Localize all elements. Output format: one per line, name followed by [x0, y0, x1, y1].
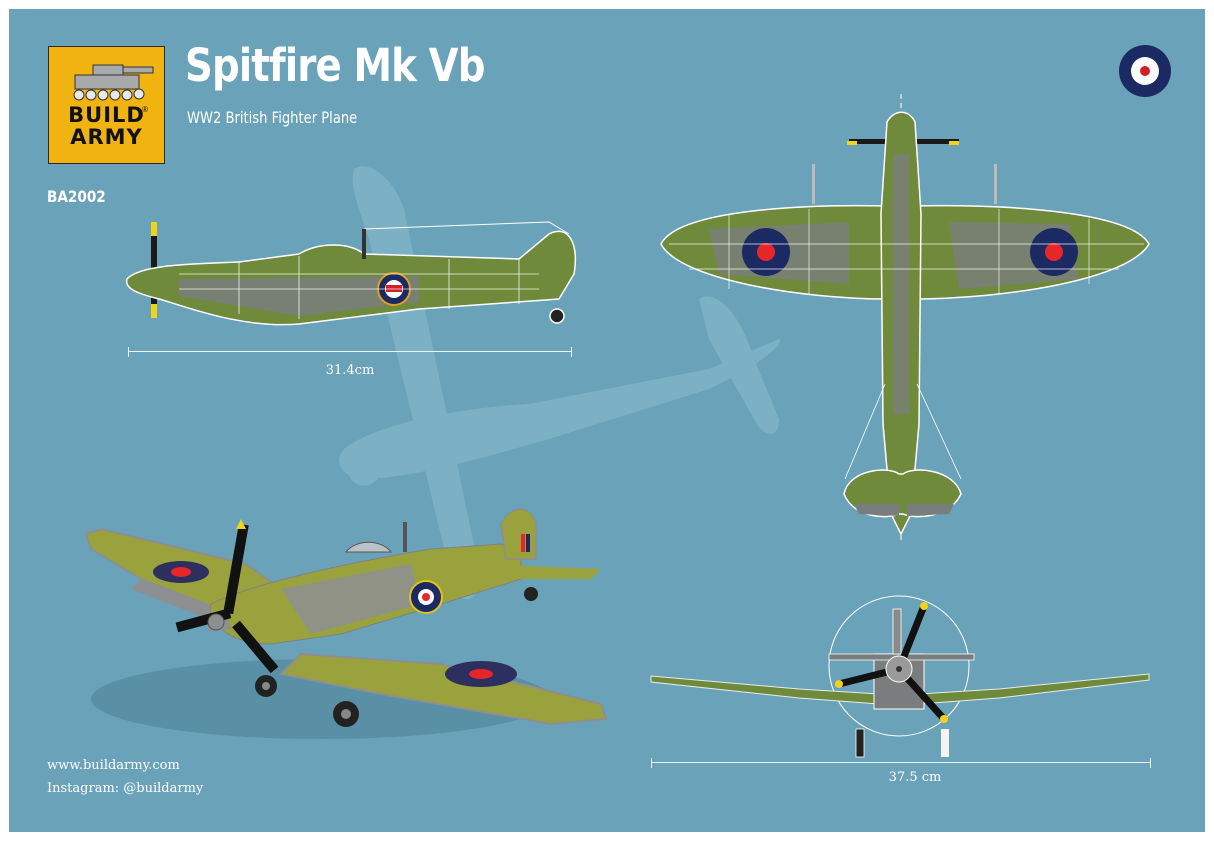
front-view-blueprint [650, 595, 1150, 758]
wingspan-measure-line [651, 758, 1151, 768]
poster-panel: BUILD ARMY ® Spitfire Mk Vb WW2 British … [9, 9, 1205, 832]
tank-icon [73, 64, 154, 101]
page-title: Spitfire Mk Vb [185, 39, 485, 92]
length-label: 31.4cm [325, 363, 375, 378]
website-link[interactable]: www.buildarmy.com [47, 758, 180, 773]
length-measure-line [128, 347, 572, 357]
brick-model-render [84, 508, 608, 739]
wingspan-label: 37.5 cm [888, 770, 942, 785]
top-view-blueprint [660, 94, 1150, 544]
page-subtitle: WW2 British Fighter Plane [187, 108, 358, 127]
registered-mark: ® [142, 105, 148, 114]
instagram-handle[interactable]: Instagram: @buildarmy [47, 781, 204, 796]
product-code: BA2002 [47, 187, 106, 206]
raf-roundel-icon [1119, 45, 1171, 97]
build-army-logo: BUILD ARMY ® [48, 46, 165, 164]
logo-text-army: ARMY [70, 125, 143, 149]
logo-text-build: BUILD [68, 103, 145, 127]
side-view-blueprint [125, 221, 576, 326]
